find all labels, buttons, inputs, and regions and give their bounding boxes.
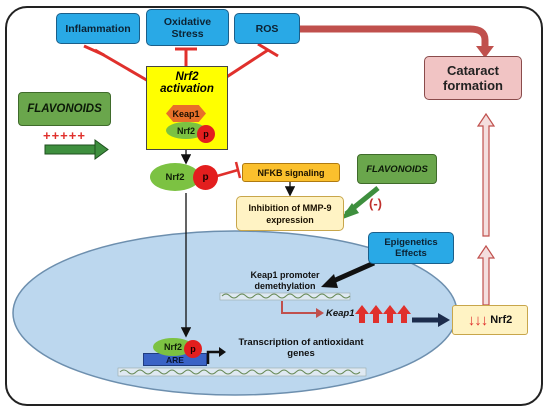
keap1-up-arrows (355, 305, 411, 323)
keap1-promoter-text: Keap1 promoter demethylation (250, 270, 320, 291)
phospho-label: p (202, 172, 209, 183)
cataract-box: Cataract formation (424, 56, 522, 100)
ros-to-cataract-arrow (297, 25, 489, 50)
are-label: ARE (166, 354, 184, 365)
phospho-label-nucleus: p (190, 344, 196, 354)
epigenetics-to-promoter-arrow (329, 260, 376, 285)
flavonoids-right-box: FLAVONOIDS (357, 154, 437, 184)
transcription-text: Transcription of antioxidant genes (238, 337, 364, 359)
transcription-arrow (206, 350, 220, 364)
down-arrows-icon: ↓↓↓ (467, 311, 488, 329)
plus-signs: +++++ (43, 128, 86, 143)
nrf2-down-box: ↓↓↓ Nrf2 (452, 305, 528, 335)
ros-box: ROS (234, 13, 300, 44)
flavonoids-left-box: FLAVONOIDS (18, 92, 111, 126)
keap1-italic-label: Keap1 (326, 308, 355, 319)
inhibition-lines (83, 42, 279, 84)
promoter-to-keap1-arrow (281, 301, 316, 314)
nrf2-activation-title: Nrf2 activation (160, 71, 214, 95)
nrf2-down-label: Nrf2 (490, 314, 513, 326)
phospho-circle-activation: p (197, 125, 215, 143)
mmp9-box: Inhibition of MMP-9 expression (236, 196, 344, 231)
epigenetics-box: Epigenetics Effects (368, 232, 454, 264)
phospho-label-activation: p (203, 129, 209, 139)
minus-sign: (-) (369, 196, 382, 211)
nrf2-to-cataract-arrows (476, 112, 496, 306)
nfkb-box: NFKB signaling (242, 163, 340, 182)
nrf2-oval-nucleus: Nrf2 (153, 338, 193, 356)
keap1-label: Keap1 (172, 108, 200, 119)
epigenetics-label: Epigenetics Effects (384, 237, 438, 259)
nrf2-oval-activation: Nrf2 (166, 122, 206, 139)
inflammation-label: Inflammation (65, 22, 131, 35)
dna-strand-lower (117, 367, 367, 377)
inflammation-box: Inflammation (56, 13, 140, 44)
nfkb-label: NFKB signaling (257, 167, 325, 178)
ros-label: ROS (255, 22, 279, 35)
flavonoids-right-label: FLAVONOIDS (366, 163, 428, 175)
flavonoids-left-arrow (44, 139, 109, 160)
nrf2-label-nucleus: Nrf2 (163, 342, 182, 352)
phospho-circle-nucleus: p (184, 340, 202, 358)
dna-strand-upper (219, 292, 351, 301)
flavonoids-left-label: FLAVONOIDS (27, 103, 102, 115)
nrf2-label: Nrf2 (165, 171, 185, 183)
phospho-circle: p (193, 165, 218, 190)
keap1-hexagon: Keap1 (166, 105, 206, 122)
nrf2-oval: Nrf2 (150, 163, 200, 191)
mmp9-label: Inhibition of MMP-9 expression (248, 202, 332, 225)
nrf2-label-activation: Nrf2 (176, 125, 195, 136)
oxidative-stress-box: Oxidative Stress (146, 9, 229, 46)
oxidative-stress-label: Oxidative Stress (163, 15, 212, 40)
cataract-label: Cataract formation (443, 63, 503, 93)
